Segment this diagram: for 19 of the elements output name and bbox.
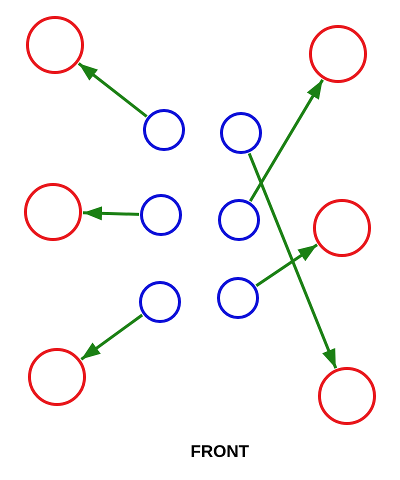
position-circle (24, 183, 82, 241)
arrow (82, 206, 140, 220)
position-circle (309, 25, 367, 83)
position-circle (220, 112, 262, 154)
arrow (249, 79, 324, 202)
position-circle (140, 194, 182, 236)
position-circle (26, 16, 84, 74)
position-circle (313, 199, 371, 257)
arrow (80, 314, 144, 361)
position-circle (28, 348, 86, 406)
arrow (248, 152, 338, 369)
arrow (78, 62, 148, 118)
arrow (255, 244, 318, 287)
position-circle (218, 199, 260, 241)
position-circle (139, 281, 181, 323)
orientation-label: FRONT (190, 442, 250, 462)
position-circle (318, 367, 376, 425)
position-circle (143, 109, 185, 151)
position-circle (217, 277, 259, 319)
